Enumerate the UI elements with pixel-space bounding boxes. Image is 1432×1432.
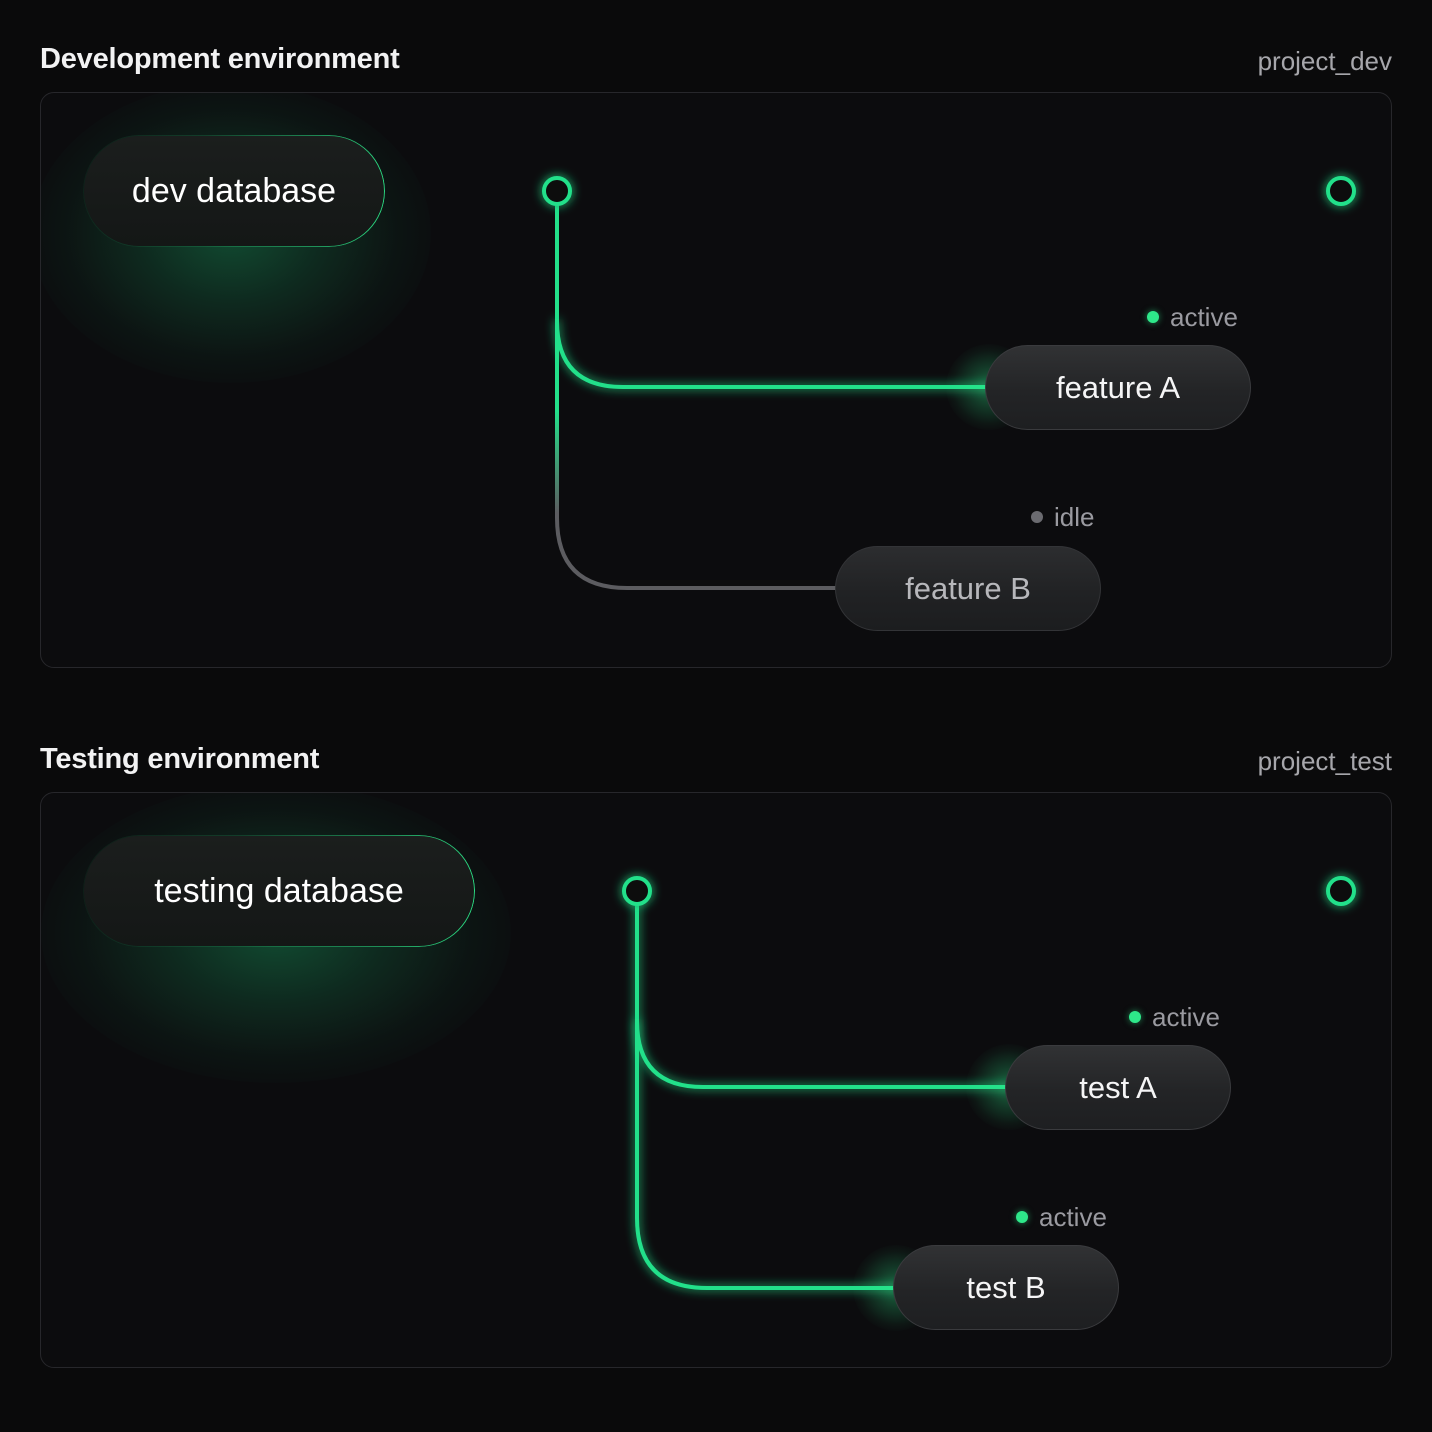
- section-header-development: Development environment project_dev: [0, 0, 1432, 92]
- node-label-test-a: test A: [1079, 1070, 1157, 1105]
- wire-branch-b-dev: [555, 189, 839, 590]
- wire-branch-a-dev: [555, 319, 993, 389]
- status-badge-test-b: active: [1016, 1204, 1107, 1230]
- status-text-test-a: active: [1152, 1002, 1220, 1032]
- node-dev-database[interactable]: dev database: [83, 135, 385, 247]
- graph-panel-development: dev database active feature A idle featu…: [40, 92, 1392, 668]
- junction-node-dev: [542, 176, 572, 206]
- status-text-feature-b: idle: [1054, 502, 1095, 532]
- connection-wires-development: [383, 176, 1356, 590]
- node-label-feature-b: feature B: [905, 571, 1031, 606]
- page-title-development: Development environment: [40, 43, 400, 75]
- connection-wires-testing: [473, 876, 1356, 1290]
- section-development: Development environment project_dev: [0, 0, 1432, 668]
- node-testing-database[interactable]: testing database: [83, 835, 475, 947]
- wire-branch-b-test: [635, 889, 899, 1290]
- node-test-a[interactable]: test A: [1005, 1045, 1231, 1130]
- node-feature-a[interactable]: feature A: [985, 345, 1251, 430]
- graph-panel-testing: testing database active test A active te…: [40, 792, 1392, 1368]
- node-label-testing-database: testing database: [154, 872, 404, 910]
- section-header-testing: Testing environment project_test: [0, 700, 1432, 792]
- status-text-feature-a: active: [1170, 302, 1238, 332]
- node-label-feature-a: feature A: [1055, 370, 1181, 405]
- graph-canvas-development: dev database active feature A idle featu…: [41, 93, 1391, 667]
- node-test-b[interactable]: test B: [893, 1245, 1119, 1330]
- endpoint-node-test: [1326, 876, 1356, 906]
- project-label-testing: project_test: [1257, 746, 1392, 776]
- status-text-test-b: active: [1039, 1202, 1107, 1232]
- status-dot-icon-active: [1129, 1011, 1141, 1023]
- node-label-test-b: test B: [966, 1270, 1046, 1305]
- status-dot-icon-idle: [1031, 511, 1043, 523]
- project-label-development: project_dev: [1257, 46, 1392, 76]
- page-title-testing: Testing environment: [40, 743, 320, 775]
- status-dot-icon-active: [1016, 1211, 1028, 1223]
- status-badge-feature-b: idle: [1031, 504, 1094, 530]
- graph-canvas-testing: testing database active test A active te…: [41, 793, 1391, 1367]
- node-label-dev-database: dev database: [131, 172, 337, 210]
- status-badge-feature-a: active: [1147, 304, 1238, 330]
- section-testing: Testing environment project_test: [0, 700, 1432, 1368]
- status-badge-test-a: active: [1129, 1004, 1220, 1030]
- endpoint-node-dev: [1326, 176, 1356, 206]
- wire-branch-a-test: [635, 1019, 1013, 1089]
- status-dot-icon-active: [1147, 311, 1159, 323]
- junction-node-test: [622, 876, 652, 906]
- node-feature-b[interactable]: feature B: [835, 546, 1101, 631]
